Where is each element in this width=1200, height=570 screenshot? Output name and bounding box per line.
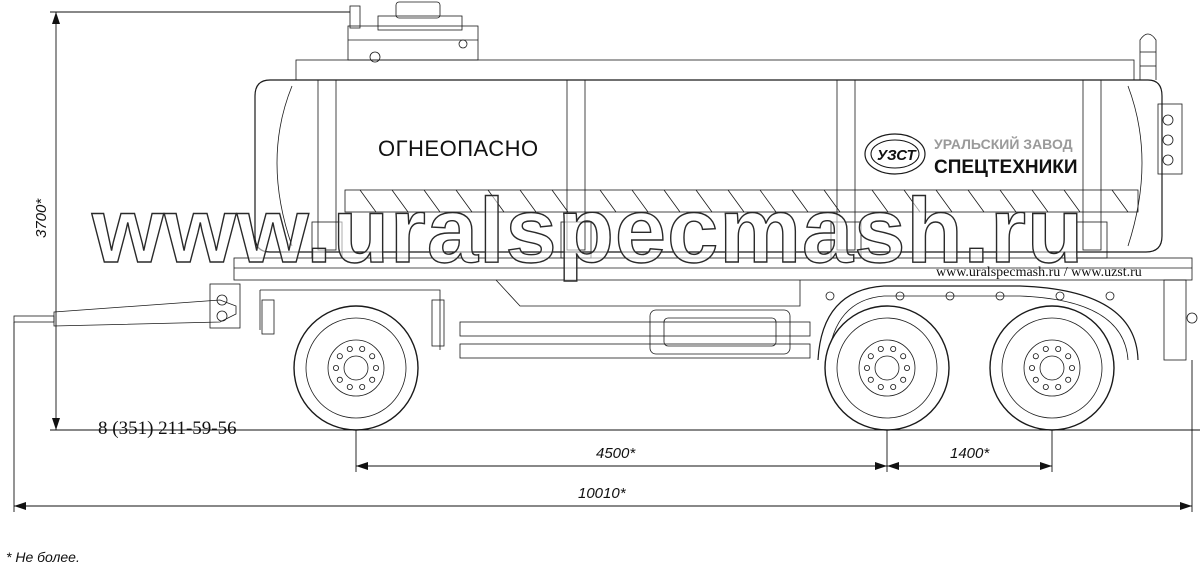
- wheel-bolt: [336, 376, 343, 383]
- wheel-bolt: [369, 353, 376, 360]
- manufacturer-logo: УЗСТ УРАЛЬСКИЙ ЗАВОД СПЕЦТЕХНИКИ: [864, 133, 1078, 178]
- rear-ladder: [1139, 33, 1157, 80]
- wheel-bolt: [867, 353, 874, 360]
- main-frame: [233, 257, 1193, 281]
- wheel-bolt: [372, 364, 379, 371]
- wheel-bolt: [359, 345, 366, 352]
- phone-number: 8 (351) 211-59-56: [98, 418, 237, 439]
- height-dimension: 3700*: [33, 198, 50, 238]
- drawbar: [13, 283, 241, 329]
- rear-bumper: [1163, 279, 1187, 361]
- hatch-bolt: [369, 51, 381, 63]
- wheel-bolt: [1065, 376, 1072, 383]
- wheel-bolt: [900, 353, 907, 360]
- rear-valve-block: [1157, 103, 1183, 175]
- wheel-bolts: [332, 345, 1076, 390]
- hatch-cover: [395, 1, 441, 19]
- wheel-bolt: [1055, 345, 1062, 352]
- top-walkway: [295, 59, 1135, 81]
- hatch-platform: [347, 25, 479, 61]
- wheelbase-dimension: 4500*: [596, 445, 636, 462]
- tank-band: [836, 79, 856, 251]
- wheel-bolt: [864, 364, 871, 371]
- wheel-bolt: [1065, 353, 1072, 360]
- website-caption: www.uralspecmash.ru / www.uzst.ru: [936, 265, 1142, 280]
- side-guard: [459, 343, 811, 359]
- wheel-bolt: [867, 376, 874, 383]
- watermark: www.uralspecmash.ru: [91, 180, 1084, 282]
- wheel-bolt: [1042, 345, 1049, 352]
- chassis: [233, 257, 1198, 361]
- wheel-bolt: [1032, 376, 1039, 383]
- logo-mark: УЗСТ: [877, 147, 917, 164]
- drawbar-eye: [13, 315, 55, 323]
- wheel-bolt: [1029, 364, 1036, 371]
- wheel-bolt: [1032, 353, 1039, 360]
- logo-emblem: [864, 133, 926, 175]
- wheel-rear-1: [824, 305, 950, 431]
- wheel-front: [293, 305, 419, 431]
- wheel-bolt: [336, 353, 343, 360]
- wheel-bolt: [346, 383, 353, 390]
- tank-shell: [254, 79, 1163, 253]
- wheel-bolt: [877, 383, 884, 390]
- wheel-bolt: [359, 383, 366, 390]
- wheel-bolt: [900, 376, 907, 383]
- axle-spacing-dimension: 1400*: [950, 445, 990, 462]
- wheel-bolt: [890, 345, 897, 352]
- dimension-lines: [13, 11, 1200, 512]
- wheel-bolt: [1042, 383, 1049, 390]
- tank-band: [1082, 79, 1102, 251]
- wheel-rear-2: [989, 305, 1115, 431]
- side-guard: [459, 321, 811, 337]
- wheel-bolt: [1069, 364, 1076, 371]
- wheel-bolt: [369, 376, 376, 383]
- wheel-bolt: [904, 364, 911, 371]
- drawbar-hinge: [209, 283, 241, 329]
- tank-band: [317, 79, 337, 251]
- logo-line1: УРАЛЬСКИЙ ЗАВОД: [934, 135, 1073, 152]
- wheel-bolt: [877, 345, 884, 352]
- overall-length-dimension: 10010*: [578, 485, 627, 502]
- tank-band: [566, 79, 586, 251]
- wheel-bolt: [332, 364, 339, 371]
- rear-fender: [817, 285, 1139, 361]
- hatch-base: [377, 15, 463, 31]
- valve-post: [349, 5, 361, 29]
- hatch-bolt: [458, 39, 468, 49]
- wheel-bolt: [890, 383, 897, 390]
- tank-sign: ОГНЕОПАСНО: [378, 136, 539, 161]
- wheel-bolt: [1055, 383, 1062, 390]
- wheel-bolt: [346, 345, 353, 352]
- tool-box: [649, 309, 791, 355]
- footnote: * Не более.: [6, 549, 80, 565]
- logo-line2: СПЕЦТЕХНИКИ: [934, 157, 1078, 178]
- hose-tray: [344, 189, 1139, 213]
- tank: [254, 1, 1183, 259]
